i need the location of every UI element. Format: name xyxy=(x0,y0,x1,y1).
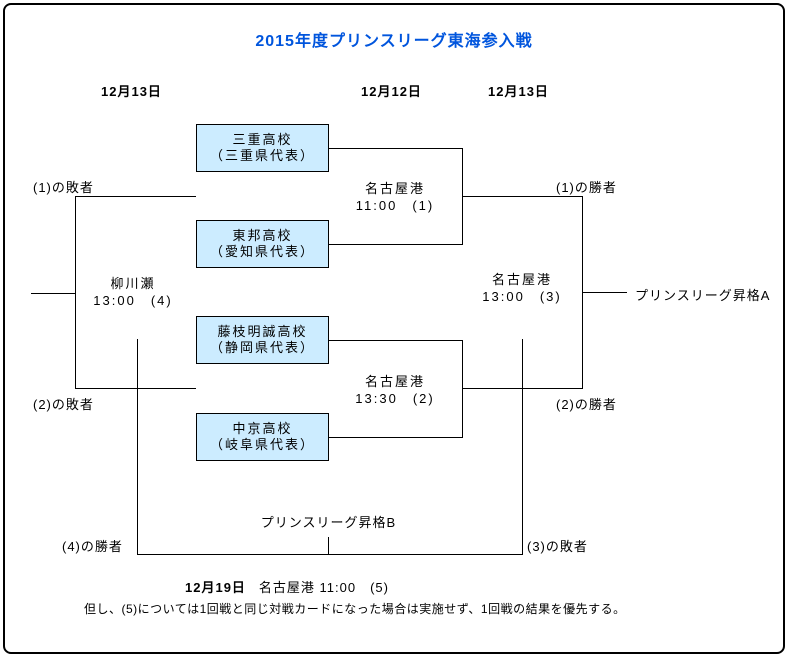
bracket-line-m4-bottom xyxy=(75,388,196,389)
team-rep: （静岡県代表） xyxy=(209,340,315,355)
match-5-detail: 名古屋港 11:00 (5) xyxy=(258,580,389,595)
promotion-label-a: プリンスリーグ昇格A xyxy=(635,288,771,303)
match-venue: 柳川瀬 xyxy=(110,276,156,291)
bracket-line-m2-top xyxy=(329,340,462,341)
team-box-chukyo: 中京高校 （岐阜県代表） xyxy=(196,413,329,461)
date-header-right: 12月13日 xyxy=(488,84,549,99)
date-header-left: 12月13日 xyxy=(101,84,162,99)
match-2-info: 名古屋港 13:30 (2) xyxy=(330,373,460,407)
team-name: 中京高校 xyxy=(232,421,293,436)
team-name: 藤枝明誠高校 xyxy=(217,324,308,339)
team-box-toho: 東邦高校 （愛知県代表） xyxy=(196,220,329,268)
page-border xyxy=(3,3,785,654)
label-winner-1: (1)の勝者 xyxy=(556,180,617,195)
match-venue: 名古屋港 xyxy=(491,272,552,287)
bracket-line-m1-out xyxy=(462,196,582,197)
match-time: 13:00 (3) xyxy=(482,289,562,304)
bracket-line-m2-bottom xyxy=(329,437,462,438)
label-loser-2: (2)の敗者 xyxy=(33,397,94,412)
promotion-label-b: プリンスリーグ昇格B xyxy=(260,515,397,530)
team-name: 東邦高校 xyxy=(232,228,293,243)
label-loser-1: (1)の敗者 xyxy=(33,180,94,195)
bracket-line-loser3-drop xyxy=(522,339,523,555)
label-loser-3: (3)の敗者 xyxy=(527,539,588,554)
bracket-line-m1-bottom xyxy=(329,244,462,245)
match-1-info: 名古屋港 11:00 (1) xyxy=(330,180,460,214)
match-4-info: 柳川瀬 13:00 (4) xyxy=(68,275,198,309)
match-venue: 名古屋港 xyxy=(364,374,425,389)
bracket-line-m5-out xyxy=(328,537,329,555)
team-box-mie: 三重高校 （三重県代表） xyxy=(196,124,329,172)
label-winner-2: (2)の勝者 xyxy=(556,397,617,412)
match-time: 13:00 (4) xyxy=(93,293,173,308)
match-venue: 名古屋港 xyxy=(364,181,425,196)
page-title: 2015年度プリンスリーグ東海参入戦 xyxy=(255,33,533,50)
footer-note: 但し、(5)については1回戦と同じ対戦カードになった場合は実施せず、1回戦の結果… xyxy=(84,602,626,616)
bracket-line-m2-join xyxy=(462,340,463,438)
match-5-info: 12月19日名古屋港 11:00 (5) xyxy=(185,577,389,596)
team-rep: （愛知県代表） xyxy=(209,244,315,259)
bracket-line-m1-top xyxy=(329,148,462,149)
bracket-line-m4-out xyxy=(31,293,75,294)
match-time: 11:00 (1) xyxy=(355,198,435,213)
match-5-date: 12月19日 xyxy=(185,580,246,595)
date-header-middle: 12月12日 xyxy=(361,84,422,99)
match-time: 13:30 (2) xyxy=(355,391,435,406)
bracket-line-m4-top xyxy=(75,196,196,197)
team-rep: （三重県代表） xyxy=(209,148,315,163)
team-box-fujieda-meisei: 藤枝明誠高校 （静岡県代表） xyxy=(196,316,329,364)
bracket-line-m3-out xyxy=(582,292,627,293)
bracket-line-m4-join xyxy=(75,196,76,389)
match-3-info: 名古屋港 13:00 (3) xyxy=(457,271,587,305)
team-rep: （岐阜県代表） xyxy=(209,437,315,452)
label-winner-4: (4)の勝者 xyxy=(62,539,123,554)
bracket-line-winner4-drop xyxy=(137,339,138,555)
team-name: 三重高校 xyxy=(232,132,293,147)
bracket-line-m5-base xyxy=(137,554,523,555)
